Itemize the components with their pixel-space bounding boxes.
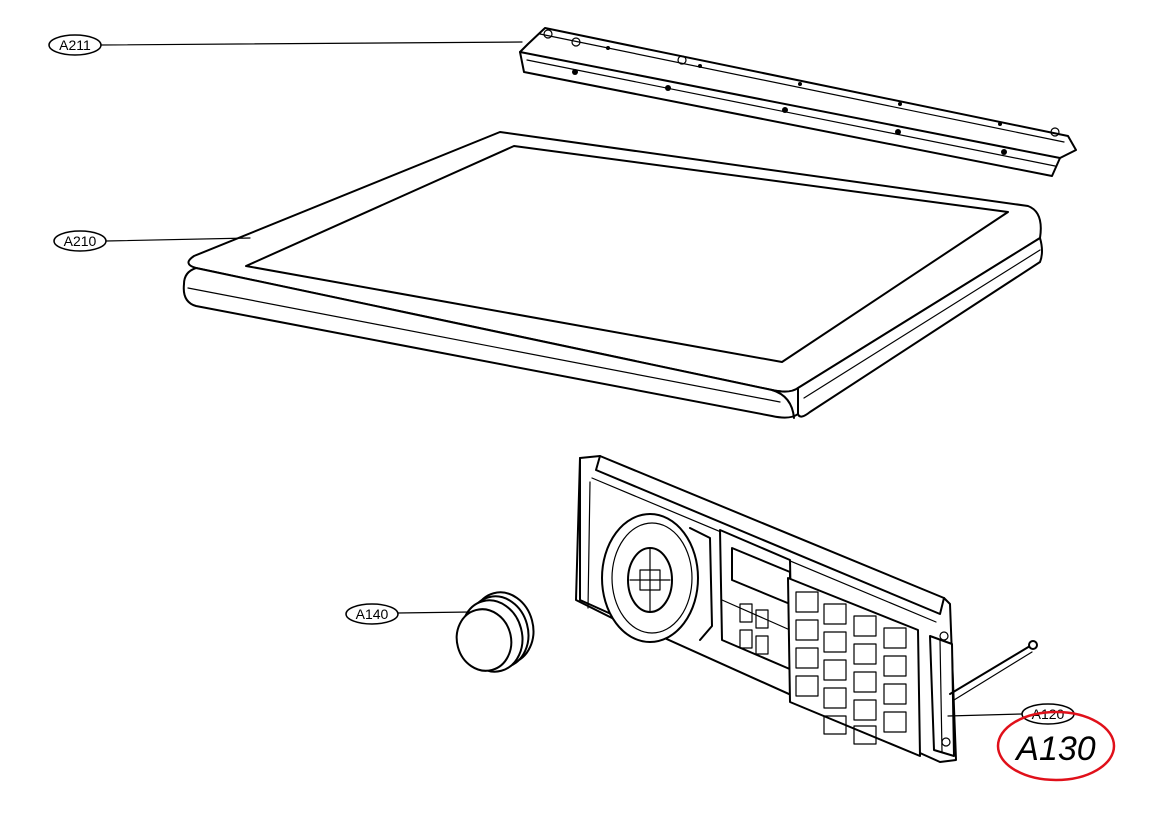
callout-a120-text: A120 xyxy=(1032,706,1065,722)
control-panel-a120 xyxy=(575,455,1038,763)
callout-a140: A140 xyxy=(345,603,399,625)
bracket-holes xyxy=(543,29,1060,155)
leader-lines xyxy=(99,41,1023,717)
screw xyxy=(949,640,1038,701)
callout-a211: A211 xyxy=(48,34,102,56)
callout-a210: A210 xyxy=(53,230,107,252)
callout-a120: A120 xyxy=(1021,703,1075,725)
keypad-keys xyxy=(795,591,907,745)
bracket-a211 xyxy=(519,27,1077,177)
dial-housing xyxy=(601,513,713,643)
callout-a211-text: A211 xyxy=(59,37,91,53)
callout-a210-text: A210 xyxy=(64,233,97,249)
annotation-text: A130 xyxy=(1014,730,1095,768)
handwritten-annotation: A130 xyxy=(996,710,1116,782)
callout-a140-text: A140 xyxy=(356,606,389,622)
knob-a140 xyxy=(455,591,535,673)
keypad xyxy=(787,577,921,757)
annotation-circle xyxy=(996,710,1116,782)
top-frame-a210 xyxy=(182,131,1043,419)
pcb-block xyxy=(719,529,793,671)
